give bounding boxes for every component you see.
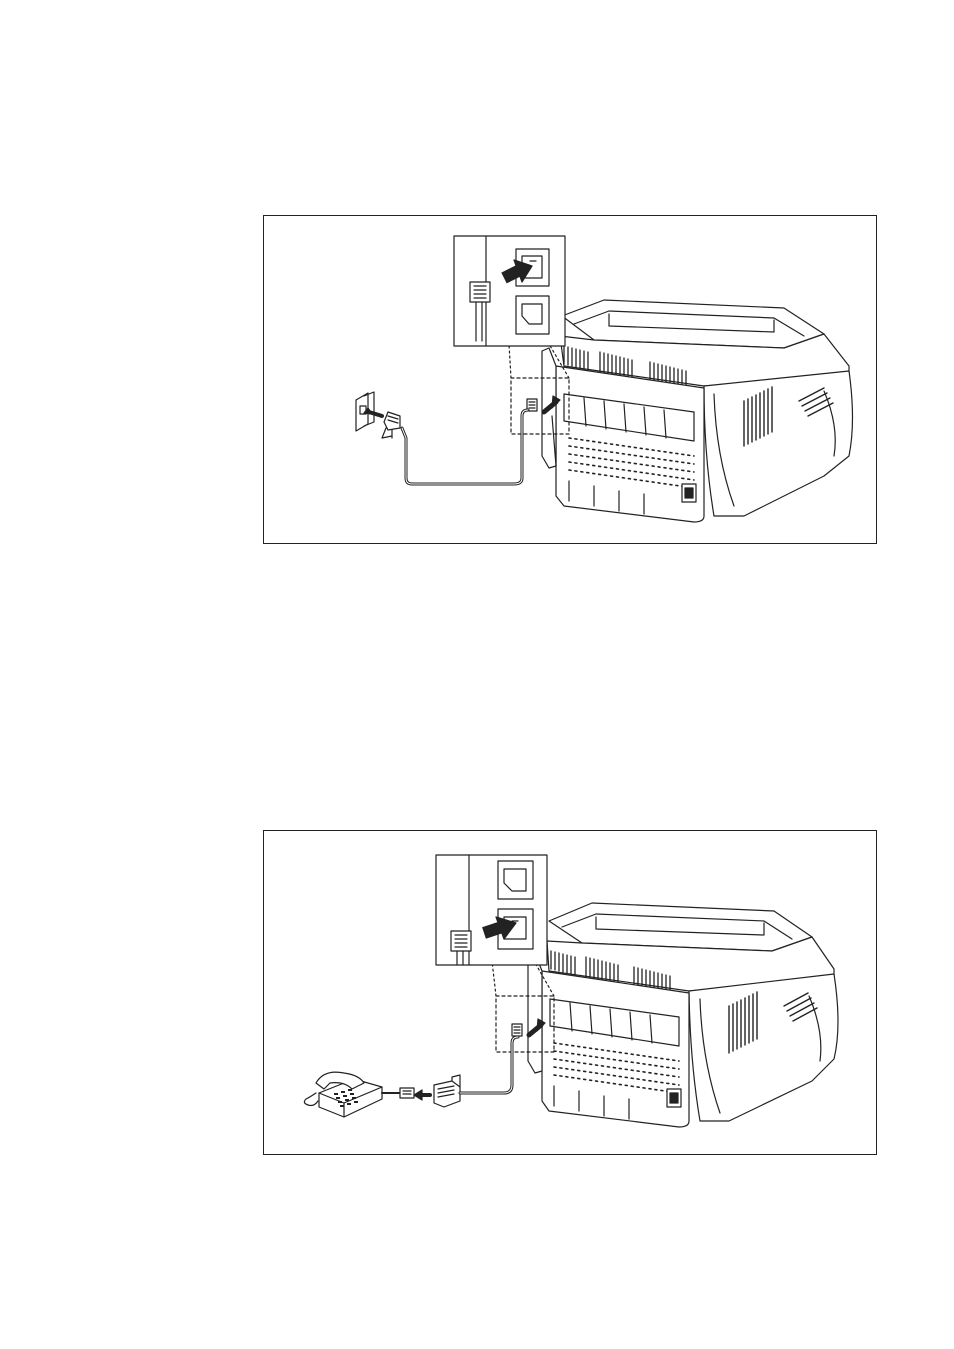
wall-socket — [356, 392, 382, 431]
phone-cord — [402, 410, 528, 484]
inset-zoom-box — [454, 236, 565, 346]
inset-zoom-box — [436, 855, 547, 965]
fax-phone-connection-illustration — [264, 831, 878, 1156]
figure-phone-connection — [263, 830, 877, 1155]
fax-line-connection-illustration — [264, 216, 878, 545]
line-adapter — [434, 1075, 460, 1107]
fax-machine — [542, 300, 853, 522]
fax-machine — [528, 903, 838, 1127]
phone-plug — [400, 1088, 414, 1098]
line-plug-wall — [382, 412, 400, 438]
phone-cord — [460, 1037, 518, 1093]
figure-line-connection — [263, 215, 877, 544]
telephone-set — [304, 1072, 382, 1117]
